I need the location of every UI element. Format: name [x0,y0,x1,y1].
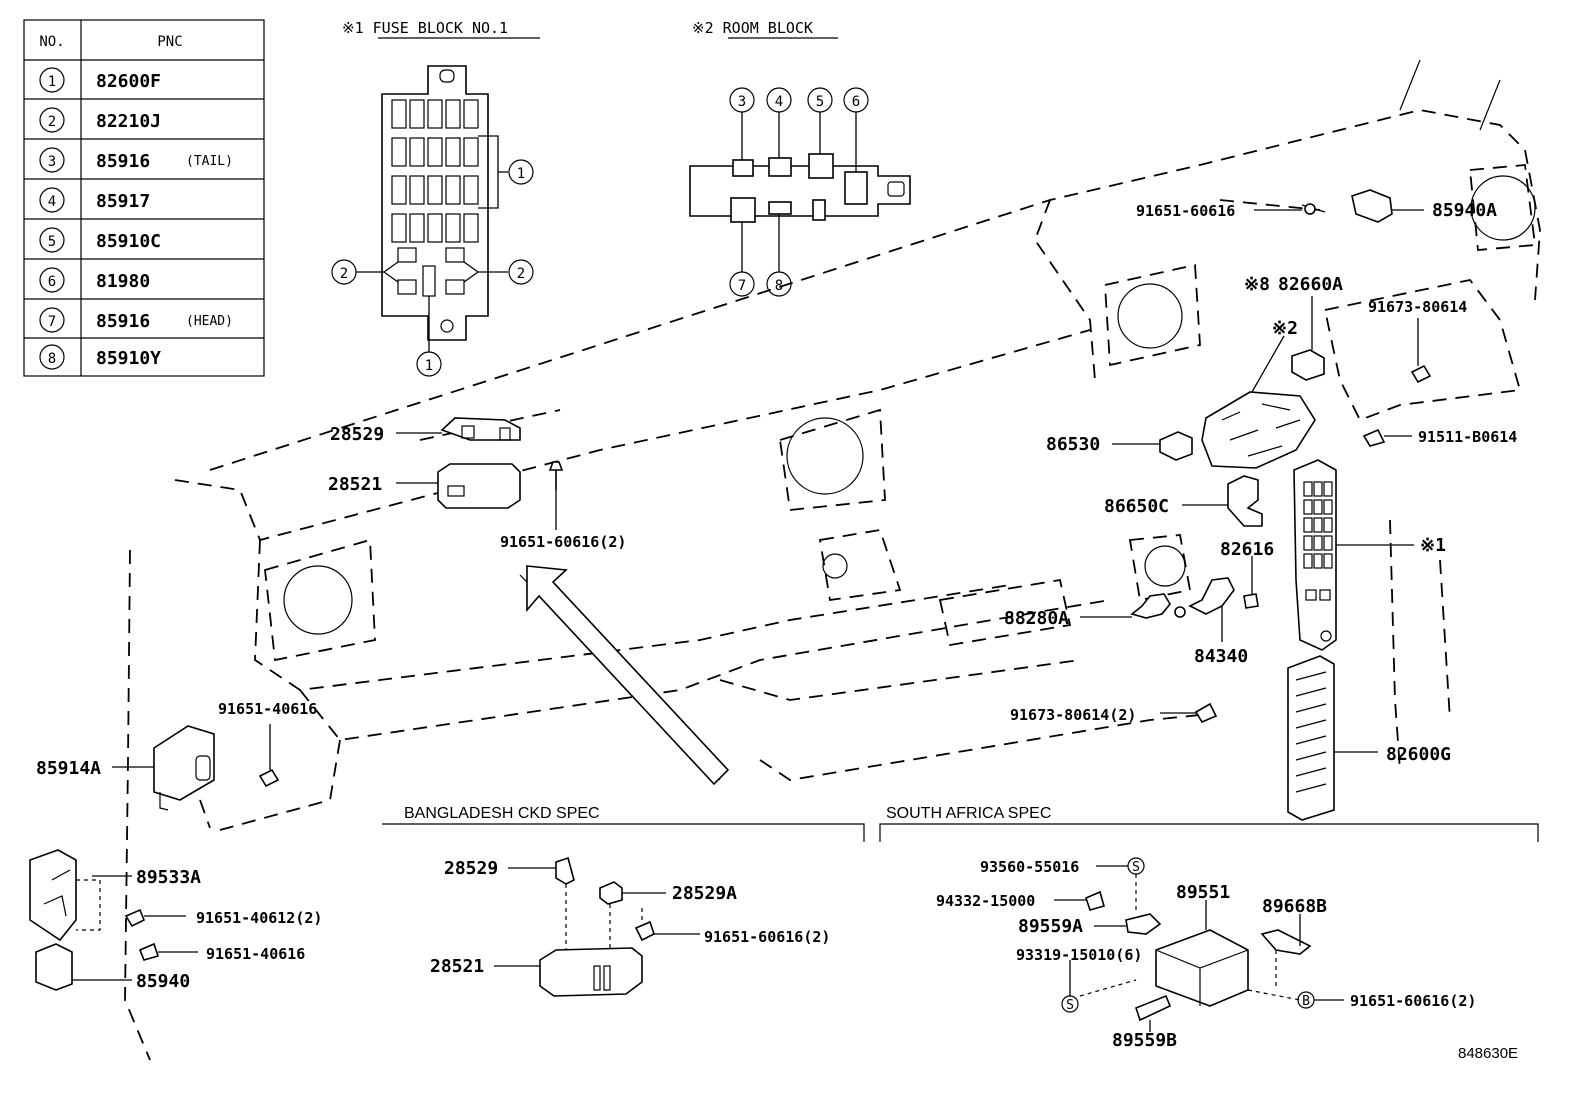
row-number: 6 [48,274,56,290]
part-label-91651-60616-2: 91651-60616(2) [704,928,830,946]
room-block-title: ※2 ROOM BLOCK [692,19,813,37]
part-label-89559A: 89559A [1018,916,1083,937]
part-label-28521: 28521 [328,474,382,495]
mark-2: ※2 [1272,318,1298,339]
bangladesh-ckd-spec: BANGLADESH CKD SPEC 28529 28529A 91651-6… [382,805,865,997]
callout-2: 2 [517,266,525,282]
callout-1: 1 [517,166,525,182]
table-header-no: NO. [39,34,64,50]
part-label-85940: 85940 [136,971,190,992]
part-label-91673-80614-2: 91673-80614(2) [1010,706,1136,724]
south-africa-spec: SOUTH AFRICA SPEC S S B 93560-55016 9433… [879,805,1539,1051]
part-label-89668B: 89668B [1262,896,1327,917]
part-label-28529A: 28529A [672,883,737,904]
table-row: 8 85910Y [39,344,161,370]
symbol-b: B [1302,994,1310,1009]
part-label-91511-B0614: 91511-B0614 [1418,428,1517,446]
row-number: 3 [48,154,56,170]
callout-7: 7 [738,278,746,294]
part-label-28529: 28529 [330,424,384,445]
part-label-85940A: 85940A [1432,200,1497,221]
mark-1: ※1 [1420,535,1446,556]
table-header-pnc: PNC [157,34,182,50]
row-pnc: 82600F [96,71,161,92]
figure-id: 848630E [1458,1045,1518,1062]
part-label-93319-15010-6: 93319-15010(6) [1016,946,1142,964]
part-label-89533A: 89533A [136,867,201,888]
table-row: 3 85916 (TAIL) [39,147,233,173]
leader-lines [72,209,1424,981]
part-label-84340: 84340 [1194,646,1248,667]
part-label-93560-55016: 93560-55016 [980,858,1079,876]
callout-3: 3 [738,94,746,110]
part-label-91651-40616-b: 91651-40616 [206,945,305,963]
row-pnc: 85910C [96,231,161,252]
row-pnc: 82210J [96,111,161,132]
callout-2: 2 [340,266,348,282]
row-number: 2 [48,114,56,130]
part-label-91673-80614: 91673-80614 [1368,298,1467,316]
row-pnc: 85910Y [96,348,161,369]
part-label-82616: 82616 [1220,539,1274,560]
table-row: 4 85917 [39,187,150,213]
part-label-91651-40616: 91651-40616 [218,700,317,718]
table-row: 2 82210J [39,107,161,133]
callout-1: 1 [425,358,433,374]
callout-4: 4 [775,94,783,110]
table-row: 5 85910C [39,227,161,253]
section-title-bangladesh: BANGLADESH CKD SPEC [404,805,600,822]
callout-6: 6 [852,94,860,110]
row-number: 5 [48,234,56,250]
fuse-block-body [381,65,489,341]
row-number: 8 [48,351,56,367]
part-shapes [29,189,1432,991]
part-label-82600G: 82600G [1386,744,1451,765]
part-label-82660A: 82660A [1278,274,1343,295]
section-title-south-africa: SOUTH AFRICA SPEC [886,805,1051,822]
part-label-94332-15000: 94332-15000 [936,892,1035,910]
row-note: (HEAD) [186,314,233,329]
part-label-28529: 28529 [444,858,498,879]
part-label-28521: 28521 [430,956,484,977]
symbol-s: S [1132,860,1140,875]
fuse-block-title: ※1 FUSE BLOCK NO.1 [342,19,508,37]
table-row: 1 82600F [39,67,161,93]
fuse-cells [391,99,479,297]
part-label-86530: 86530 [1046,434,1100,455]
instrument-panel-outline [124,59,1541,1061]
row-number: 7 [48,314,56,330]
part-label-91651-60616-2: 91651-60616(2) [1350,992,1476,1010]
table-border [23,19,265,377]
row-number: 1 [48,74,56,90]
row-number: 4 [48,194,56,210]
row-pnc: 85916 [96,151,150,172]
row-pnc: 81980 [96,271,150,292]
row-note: (TAIL) [186,154,233,169]
row-pnc: 85917 [96,191,150,212]
part-label-85914A: 85914A [36,758,101,779]
table-row: 7 85916 (HEAD) [39,307,233,333]
room-block-body [689,165,911,217]
fuse-block-detail: ※1 FUSE BLOCK NO.1 1 2 2 1 [331,19,540,377]
part-label-91651-60616-2: 91651-60616(2) [500,533,626,551]
part-label-89551: 89551 [1176,882,1230,903]
mark-8: ※8 [1244,274,1270,295]
part-label-91651-40612-2: 91651-40612(2) [196,909,322,927]
part-label-91651-60616: 91651-60616 [1136,202,1235,220]
part-labels: 28529 28521 91651-60616(2) 91651-60616 8… [36,200,1517,992]
callout-8: 8 [775,278,783,294]
pointer-arrow [526,565,730,786]
row-pnc: 85916 [96,311,150,332]
room-block-detail: ※2 ROOM BLOCK 3 4 5 6 7 8 [689,19,911,297]
part-label-86650C: 86650C [1104,496,1169,517]
part-label-88280A: 88280A [1004,608,1069,629]
pnc-table: NO. PNC 1 82600F 2 82210J 3 85916 (TAIL)… [23,19,265,377]
callout-5: 5 [816,94,824,110]
table-row: 6 81980 [39,267,150,293]
symbol-s: S [1066,998,1074,1013]
part-label-89559B: 89559B [1112,1030,1177,1051]
